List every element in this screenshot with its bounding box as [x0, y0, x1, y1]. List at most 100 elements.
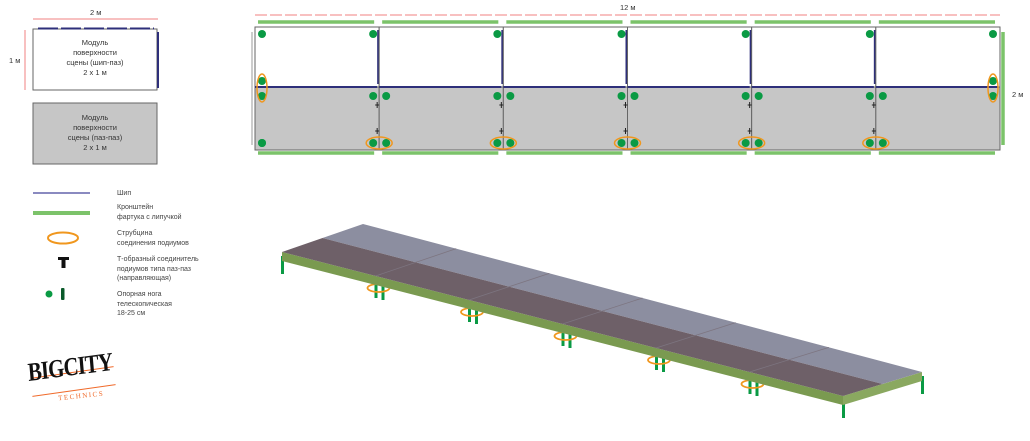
support-leg-dot — [369, 92, 378, 100]
logo-main: BIGCITY — [26, 347, 114, 387]
tongue-groove-module — [378, 26, 504, 88]
t-connector — [375, 102, 380, 134]
groove-groove-module — [502, 86, 629, 151]
plan-depth-label: 2 м — [1012, 90, 1024, 99]
label-line: фартука с липучкой — [117, 213, 182, 221]
support-leg-dot — [865, 92, 874, 100]
support-leg-dot — [741, 30, 750, 38]
groove-groove-module — [378, 86, 504, 151]
support-leg-dot — [506, 139, 515, 147]
label-line: Кронштейн — [117, 204, 154, 211]
support-leg-dot — [878, 139, 887, 147]
label-line: 2 х 1 м — [83, 68, 107, 77]
clamp-ellipse — [256, 73, 268, 103]
label-line: Модуль — [81, 38, 109, 47]
stage-plan-view — [251, 14, 1005, 155]
support-leg-dot — [617, 139, 626, 147]
clamp-ellipse — [365, 136, 393, 150]
groove-groove-module — [875, 86, 1001, 151]
support-leg-dot — [382, 92, 391, 100]
logo: BIGCITY TECHNICS — [27, 347, 118, 412]
support-leg-dot — [493, 30, 502, 38]
stage-deck-front-row — [282, 238, 883, 396]
legend-tongue-text: Шип — [117, 189, 131, 199]
groove-groove-module — [627, 86, 753, 151]
support-leg — [842, 400, 845, 418]
groove-groove-module-label: Модуль поверхности сцены (паз-паз) 2 х 1… — [33, 113, 157, 153]
tongue-groove-module-label: Модуль поверхности сцены (шип-паз) 2 х 1… — [33, 38, 157, 78]
support-leg-dot — [865, 30, 874, 38]
support-leg-dot — [493, 92, 502, 100]
leg-icon — [45, 288, 65, 300]
support-leg — [921, 376, 924, 394]
support-leg-dot — [493, 139, 502, 147]
module-seam — [655, 322, 736, 349]
support-leg — [374, 280, 378, 298]
tongue-groove-module — [875, 26, 1001, 88]
support-leg-dot — [382, 139, 391, 147]
support-leg-dot — [630, 92, 639, 100]
tongue-groove-module — [502, 26, 629, 88]
label-line: Опорная нога — [117, 291, 162, 298]
legend-leg-text: Опорная нога телескопическая 18-25 см — [117, 290, 172, 319]
module-seam — [375, 248, 457, 277]
label-line: поверхности — [73, 123, 117, 132]
support-leg-dot — [878, 92, 887, 100]
support-leg — [655, 352, 658, 370]
label-line: Т-образный соединитель — [117, 256, 199, 263]
support-leg — [561, 328, 565, 346]
support-leg-dot — [369, 30, 378, 38]
stage-3d-view — [281, 224, 924, 418]
support-leg-dot — [865, 139, 874, 147]
width-label: 2 м — [90, 8, 102, 17]
label-line: 2 х 1 м — [83, 143, 107, 152]
clamp-ellipse — [987, 73, 999, 103]
clamp-ellipse-icon — [47, 231, 79, 245]
module-seam — [468, 272, 550, 301]
tongue-groove-module — [254, 26, 380, 88]
tongue-groove-module — [32, 28, 158, 91]
label-line: 18-25 см — [117, 310, 146, 317]
module-seam — [562, 297, 643, 325]
support-leg-dot — [989, 77, 997, 85]
support-leg-dot — [754, 139, 763, 147]
label-line: соединения подиумов — [117, 239, 189, 247]
label-line: сцены (паз-паз) — [67, 133, 123, 142]
support-leg-dot — [989, 92, 997, 100]
t-connector — [623, 102, 628, 134]
groove-groove-module — [254, 86, 380, 151]
tongue-groove-module — [751, 26, 877, 88]
support-leg-dot — [630, 139, 639, 147]
legend-icons — [33, 192, 90, 300]
support-leg-dot — [369, 139, 378, 147]
module-legend-graphics — [24, 18, 159, 165]
support-leg-dot — [741, 139, 750, 147]
support-leg-dot — [754, 92, 763, 100]
legend-bracket-text: Кронштейн фартука с липучкой — [117, 203, 182, 222]
label-line: телескопическая — [117, 300, 172, 308]
t-connector-icon — [58, 257, 69, 268]
clamp-ellipse — [737, 136, 766, 150]
support-leg-dot — [258, 77, 266, 85]
height-label: 1 м — [9, 56, 21, 65]
groove-groove-module — [32, 102, 158, 165]
support-leg-dot — [741, 92, 750, 100]
clamp-ellipse — [862, 136, 890, 150]
support-leg-dot — [258, 92, 266, 100]
module-seam — [749, 346, 829, 373]
support-leg-dot — [617, 92, 626, 100]
support-leg-dot — [258, 30, 266, 38]
support-leg-dot — [506, 92, 515, 100]
label-line: (направляющая) — [117, 275, 172, 282]
support-leg — [468, 304, 471, 322]
plan-length-label: 12 м — [620, 3, 636, 12]
stage-deck-back-row — [322, 224, 922, 384]
label-line: Модуль — [81, 113, 109, 122]
support-leg — [281, 256, 284, 274]
support-leg — [748, 376, 752, 394]
clamp-ellipse — [489, 136, 518, 150]
t-connector — [871, 102, 876, 134]
support-leg-dot — [617, 30, 626, 38]
